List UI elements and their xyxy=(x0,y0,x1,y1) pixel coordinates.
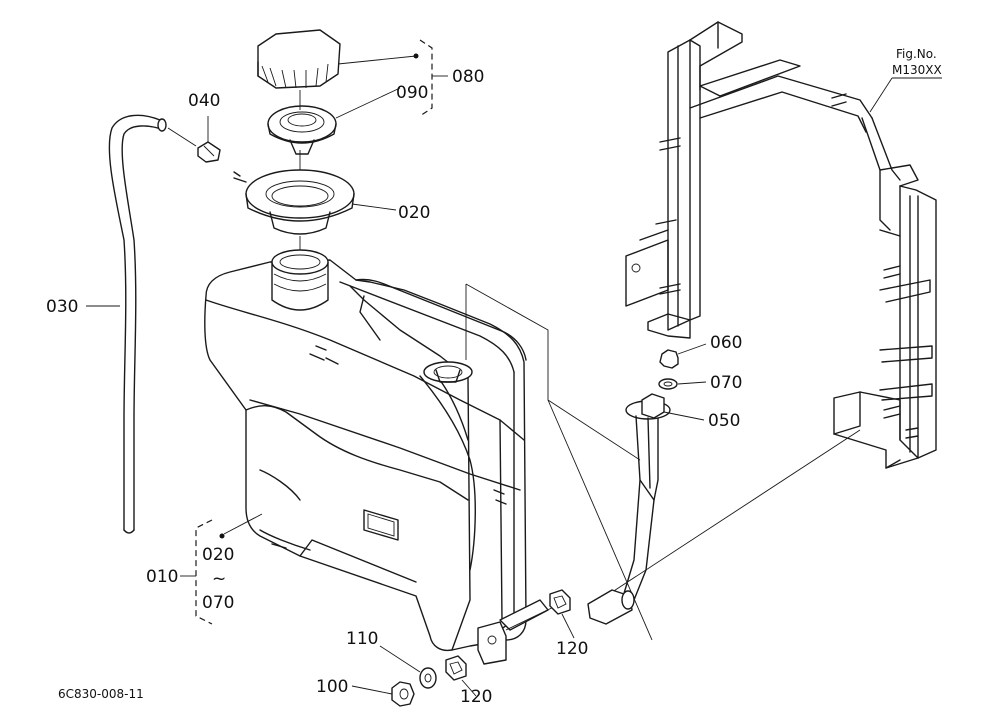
tank-cap xyxy=(257,29,419,89)
callout-110: 110 xyxy=(346,629,378,649)
filler-receiver xyxy=(233,169,397,235)
frame-bracket xyxy=(625,21,937,469)
rubber-pad-120-bottom xyxy=(445,655,477,697)
callout-070-range: 070 xyxy=(202,593,234,613)
washer-110 xyxy=(379,645,437,689)
hose-clamp xyxy=(197,116,221,163)
fig-reference: Fig.No. M130XX xyxy=(869,47,942,113)
callout-050: 050 xyxy=(708,411,740,431)
callout-070-top: 070 xyxy=(710,373,742,393)
fuel-sender xyxy=(587,393,705,625)
callout-030: 030 xyxy=(46,297,78,317)
callout-100: 100 xyxy=(316,677,348,697)
fig-ref-line2: M130XX xyxy=(892,63,942,77)
group-bracket-010 xyxy=(180,513,263,625)
nut-060 xyxy=(659,343,707,369)
callout-060: 060 xyxy=(710,333,742,353)
callout-labels: 040 090 080 020 030 060 070 050 010 020 … xyxy=(46,67,742,707)
callout-080: 080 xyxy=(452,67,484,87)
callout-040: 040 xyxy=(188,91,220,111)
callout-010: 010 xyxy=(146,567,178,587)
washer-070-top xyxy=(658,378,707,390)
callout-090: 090 xyxy=(396,83,428,103)
breather-hose xyxy=(86,114,197,534)
cap-seal xyxy=(267,87,401,155)
callout-120-bottom: 120 xyxy=(460,687,492,707)
callout-120-right: 120 xyxy=(556,639,588,659)
callout-020-range: 020 xyxy=(202,545,234,565)
drawing-number: 6C830-008-11 xyxy=(58,687,144,701)
assembly-lines xyxy=(465,283,861,641)
rubber-pad-120-right xyxy=(549,589,575,639)
callout-020-top: 020 xyxy=(398,203,430,223)
fuel-tank xyxy=(204,249,549,665)
fig-ref-line1: Fig.No. xyxy=(896,47,937,61)
nut-100 xyxy=(351,681,415,707)
callout-tilde: ~ xyxy=(212,569,226,589)
group-bracket-080 xyxy=(419,39,448,117)
